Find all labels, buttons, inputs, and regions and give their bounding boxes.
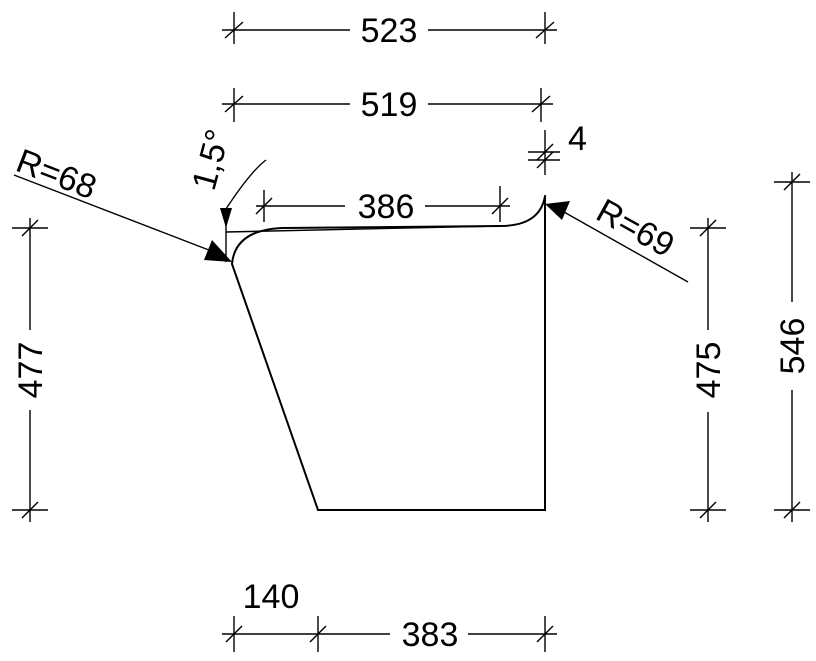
radius-right-leader: R=69: [545, 192, 689, 283]
dim-label-519: 519: [361, 86, 418, 124]
dim-inner-width: 519: [222, 86, 553, 124]
dim-label-546: 546: [774, 318, 812, 375]
angle-annotation: 1,5°: [185, 125, 267, 262]
angle-label: 1,5°: [185, 125, 237, 194]
dim-bottom: 140 383: [222, 578, 557, 654]
dim-right-height: 546: [774, 172, 812, 522]
dim-left-height: 477: [12, 218, 50, 522]
part-outline: [225, 195, 546, 511]
dim-label-140: 140: [243, 578, 300, 616]
dim-flat-length: 386: [255, 186, 510, 226]
dim-label-475: 475: [690, 342, 728, 399]
dim-label-383: 383: [402, 616, 459, 654]
radius-left-label: R=68: [11, 142, 101, 207]
dim-label-477: 477: [12, 342, 50, 399]
dim-top-width: 523: [222, 12, 557, 50]
dim-label-386: 386: [358, 188, 415, 226]
dim-label-523: 523: [361, 12, 418, 50]
dim-right-inner-height: 475: [690, 218, 728, 522]
dim-step-height: 4: [528, 120, 587, 175]
radius-right-label: R=69: [590, 192, 680, 265]
dim-label-4: 4: [568, 120, 587, 158]
